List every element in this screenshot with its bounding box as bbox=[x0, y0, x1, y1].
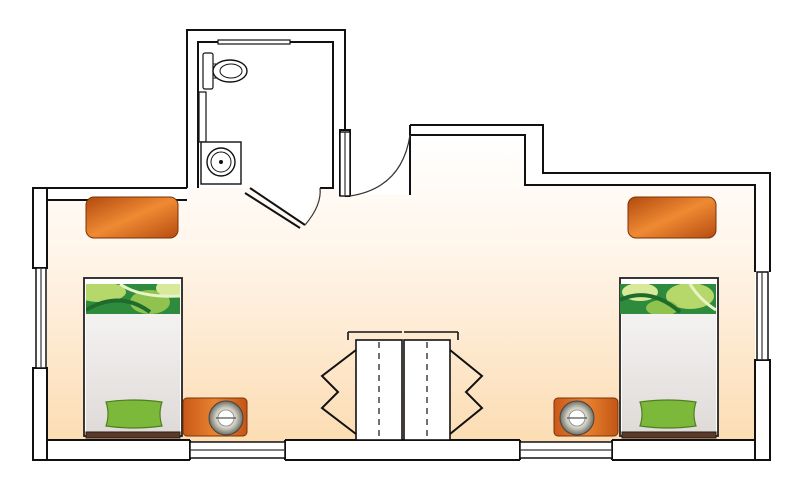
bed-right bbox=[619, 277, 719, 439]
pillow-icon bbox=[639, 399, 697, 429]
pillow-icon bbox=[105, 399, 163, 429]
lamp-icon bbox=[208, 400, 244, 436]
bathroom bbox=[198, 39, 332, 229]
toilet-icon bbox=[202, 52, 248, 90]
wardrobe-left bbox=[320, 331, 403, 441]
window-bottom-right bbox=[519, 441, 613, 459]
dresser-right bbox=[627, 196, 717, 239]
nightstand-left bbox=[182, 397, 248, 437]
bedroom-floor bbox=[47, 135, 755, 446]
entry-door bbox=[339, 131, 411, 197]
window-right bbox=[756, 271, 769, 361]
bed-left bbox=[83, 277, 183, 439]
window-bottom-left bbox=[189, 441, 286, 459]
dresser-left bbox=[85, 196, 179, 239]
window-left bbox=[35, 267, 47, 369]
lamp-icon bbox=[559, 400, 595, 436]
wardrobe-right bbox=[403, 331, 484, 441]
bathroom-door bbox=[244, 187, 321, 229]
sink-icon bbox=[200, 141, 242, 185]
nightstand-right bbox=[553, 397, 619, 437]
